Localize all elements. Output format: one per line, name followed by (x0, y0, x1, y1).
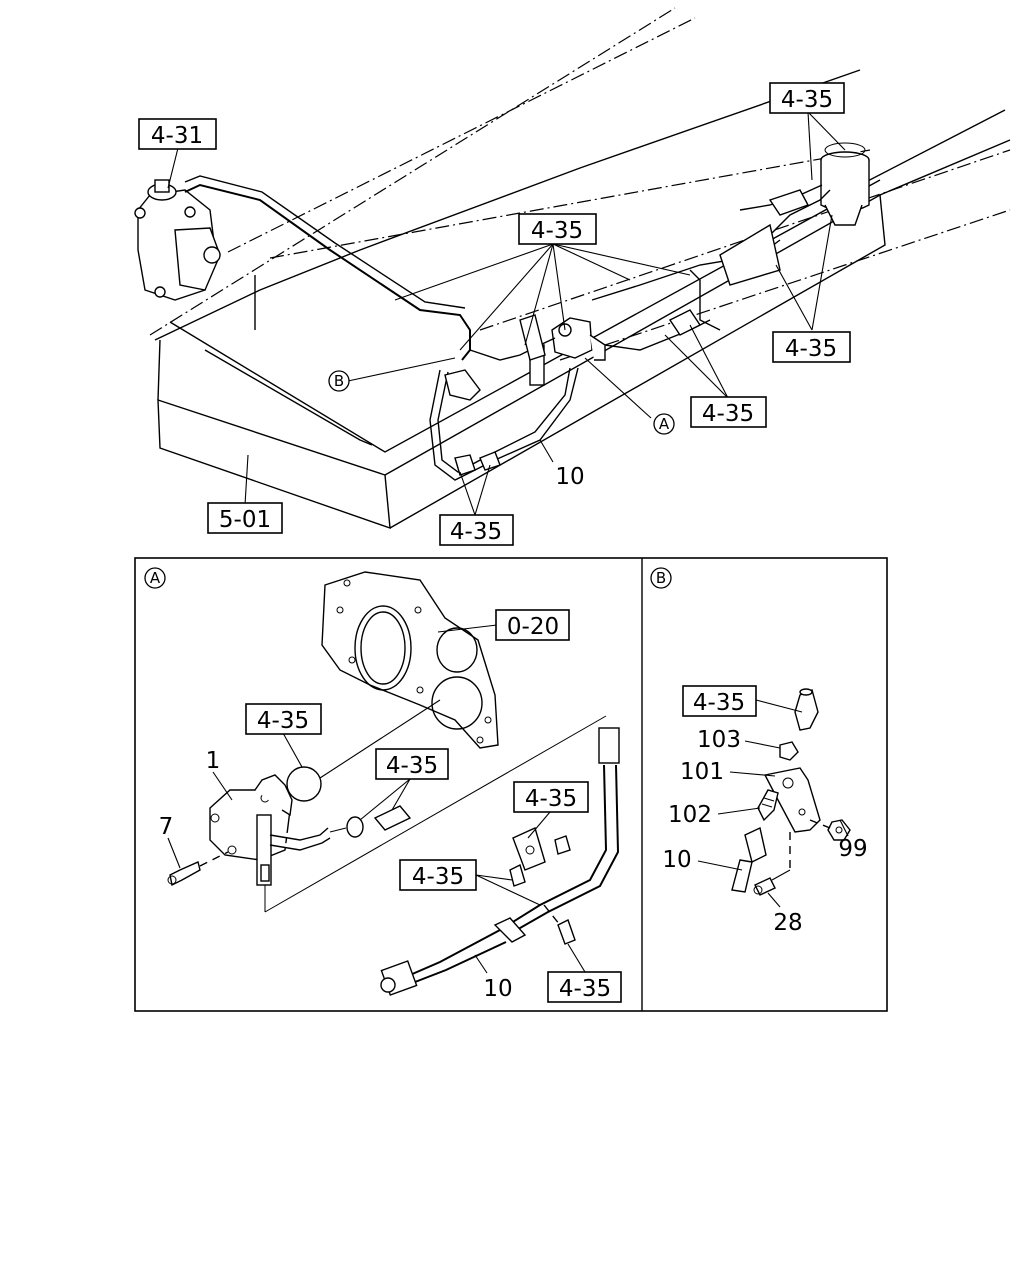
callout-letter: A (659, 415, 670, 433)
ref-label: 4-35 (702, 401, 754, 427)
ref-box-4-35-clamp: 4-35 (399, 859, 477, 891)
pipe-routing (184, 175, 831, 481)
detail-frame (134, 557, 888, 1012)
ref-box-4-35-reservoir: 4-35 (769, 82, 845, 114)
ref-box-4-35-center: 4-35 (518, 213, 597, 245)
clamp-bolt (557, 919, 576, 945)
part-number-10: 10 (483, 976, 512, 1002)
ref-label: 4-35 (525, 786, 577, 812)
ref-box-4-35-bolt: 4-35 (547, 971, 622, 1003)
part-number-102: 102 (668, 802, 712, 828)
ref-label: 0-20 (507, 614, 559, 640)
part-number-101: 101 (680, 759, 724, 785)
ref-box-4-31: 4-31 (138, 118, 217, 150)
bolt-28 (753, 877, 776, 896)
ref-label: 4-35 (559, 976, 611, 1002)
part-number-7: 7 (159, 814, 174, 840)
connector-102 (757, 789, 779, 822)
ref-label: 4-35 (412, 864, 464, 890)
ref-label: 4-35 (257, 708, 309, 734)
part-number-99: 99 (838, 836, 867, 862)
part-number-10: 10 (662, 847, 691, 873)
callout-letter: B (656, 569, 666, 587)
callout-letter: B (334, 372, 344, 390)
part-number-10: 10 (555, 464, 584, 490)
callout-letter: A (150, 569, 161, 587)
hose-end-10 (731, 826, 767, 893)
top-leaders (167, 111, 846, 516)
part-number-28: 28 (773, 910, 802, 936)
pipe-end-fitting (794, 688, 819, 731)
ref-box-0-20: 0-20 (495, 609, 570, 641)
hose-bracket (509, 827, 546, 887)
ref-label: 4-35 (531, 218, 583, 244)
callout-a-detail: A (144, 567, 166, 589)
ref-box-4-35-bracket: 4-35 (513, 781, 589, 813)
gear-housing-plate (321, 571, 499, 749)
power-steering-pump (209, 774, 331, 886)
steering-gear (134, 179, 221, 301)
ref-label: 4-35 (781, 87, 833, 113)
ref-box-4-35-oring: 4-35 (245, 703, 322, 735)
seal-ring (346, 816, 364, 838)
part-number-103: 103 (697, 727, 741, 753)
bushing (373, 805, 412, 831)
bracket-bolt (554, 835, 571, 855)
reservoir-tank (820, 142, 870, 226)
ref-label: 4-35 (386, 753, 438, 779)
ref-label: 5-01 (219, 507, 271, 533)
ref-label: 4-31 (151, 123, 203, 149)
part-number-1: 1 (206, 748, 221, 774)
hose-assembly (380, 727, 620, 996)
nut-99 (827, 819, 851, 841)
ref-label: 4-35 (785, 336, 837, 362)
bracket-101 (763, 767, 821, 833)
ref-box-4-35-pipe: 4-35 (375, 748, 449, 780)
ref-box-4-35-b: 4-35 (682, 685, 757, 717)
ref-box-5-01: 5-01 (207, 502, 283, 534)
ref-label: 4-35 (693, 690, 745, 716)
callout-b-top: B (328, 370, 350, 392)
ref-box-4-35-right: 4-35 (772, 331, 851, 363)
ref-box-4-35-mid: 4-35 (690, 396, 767, 428)
nut-103 (779, 741, 799, 761)
ref-label: 4-35 (450, 519, 502, 545)
bolt-7 (167, 861, 201, 887)
ref-box-4-35-bottom: 4-35 (439, 514, 514, 546)
o-ring (286, 766, 322, 802)
frame-assembly (149, 7, 1011, 530)
callout-b-detail: B (650, 567, 672, 589)
callout-a-top: A (653, 413, 675, 435)
